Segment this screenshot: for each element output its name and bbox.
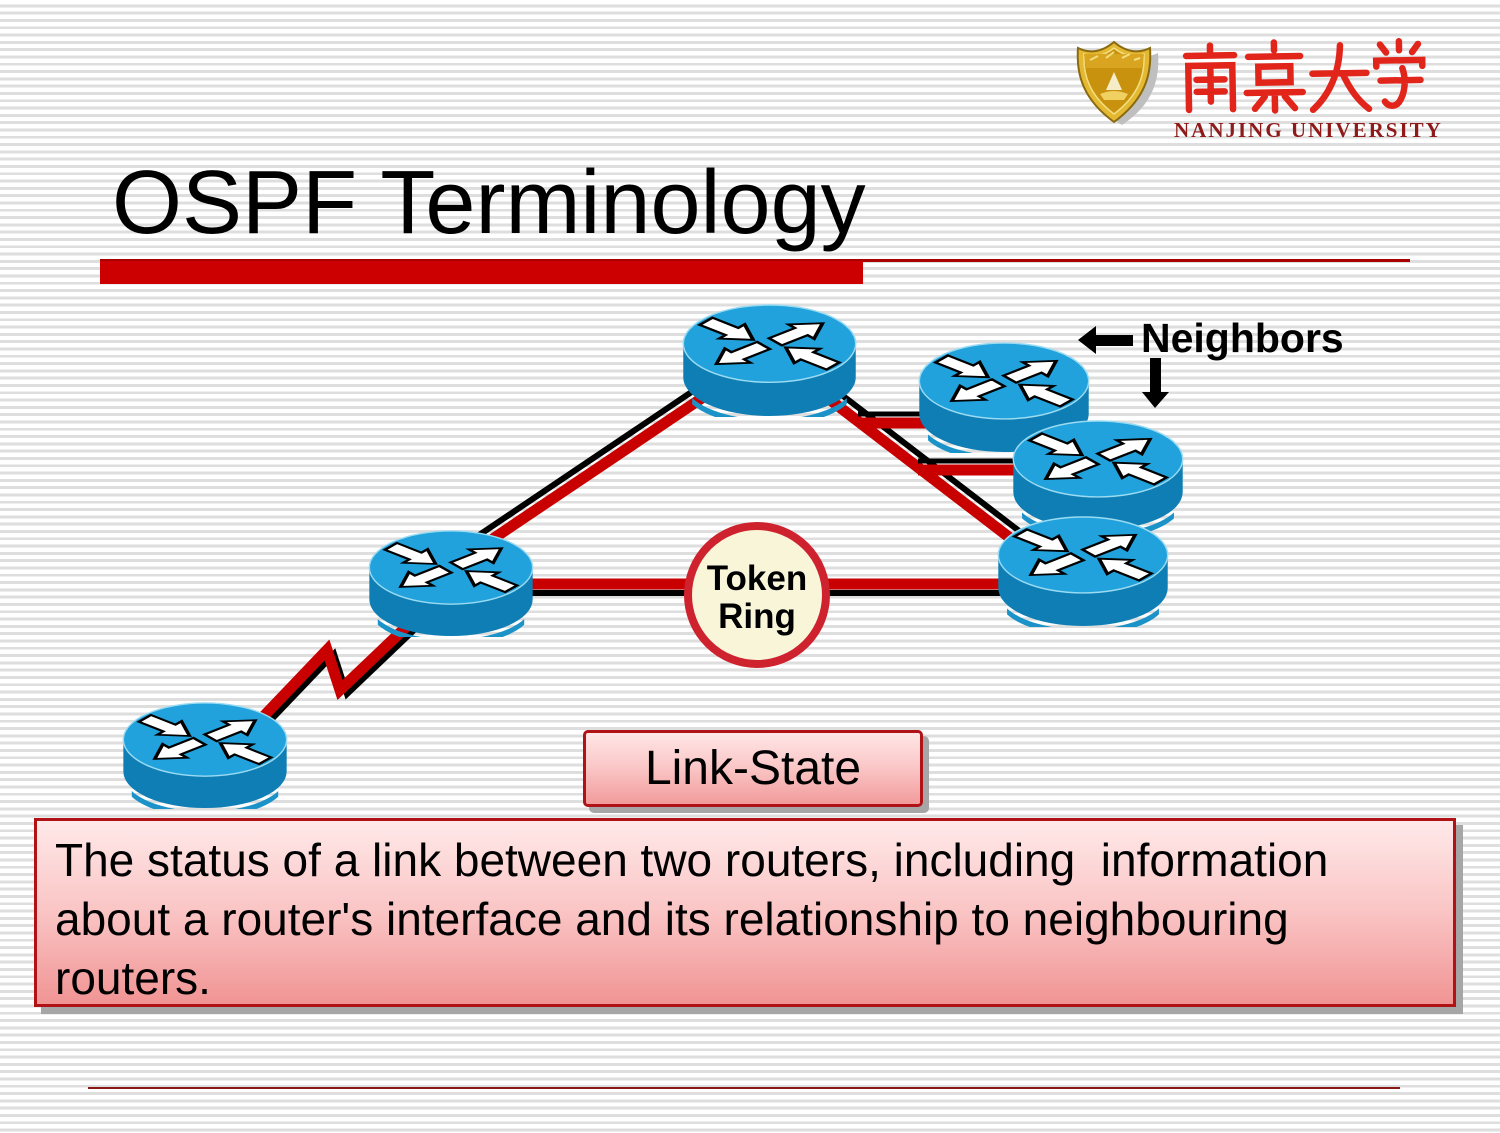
- link-state-label: Link-State: [644, 742, 862, 795]
- university-name-english: NANJING UNIVERSITY: [1174, 118, 1443, 142]
- description-line-1: The status of a link between two routers…: [55, 834, 1329, 886]
- university-logo: NANJING UNIVERSITY: [1062, 30, 1443, 145]
- router-icon-middle-left: [368, 530, 534, 637]
- page-title: OSPF Terminology: [112, 153, 866, 253]
- university-shield-icon: [1076, 40, 1159, 125]
- token-ring: Token Ring: [684, 522, 830, 668]
- link-serial-zigzag: [258, 604, 436, 725]
- title-underline-bar: [100, 261, 863, 284]
- router-icon-bottom-left: [122, 702, 288, 809]
- neighbors-annotation: Neighbors: [1078, 315, 1344, 408]
- title-underline-thin: [100, 259, 1410, 262]
- link-state-box: Link-State: [583, 730, 923, 807]
- description-box: The status of a link between two routers…: [34, 818, 1456, 1007]
- neighbors-arrow-left-icon: [1078, 326, 1133, 354]
- description-line-2: about a router's interface and its relat…: [55, 893, 1289, 945]
- router-icon-lower-right: [997, 516, 1169, 627]
- token-ring-label-line2: Ring: [718, 597, 796, 636]
- neighbors-arrow-down-icon: [1142, 358, 1169, 408]
- university-name-chinese: [1182, 38, 1426, 114]
- bottom-divider-line: [88, 1087, 1400, 1089]
- router-icon-top-center: [682, 304, 857, 417]
- description-line-3: routers.: [55, 952, 211, 1004]
- token-ring-label-line1: Token: [707, 559, 807, 598]
- neighbors-label: Neighbors: [1141, 315, 1344, 361]
